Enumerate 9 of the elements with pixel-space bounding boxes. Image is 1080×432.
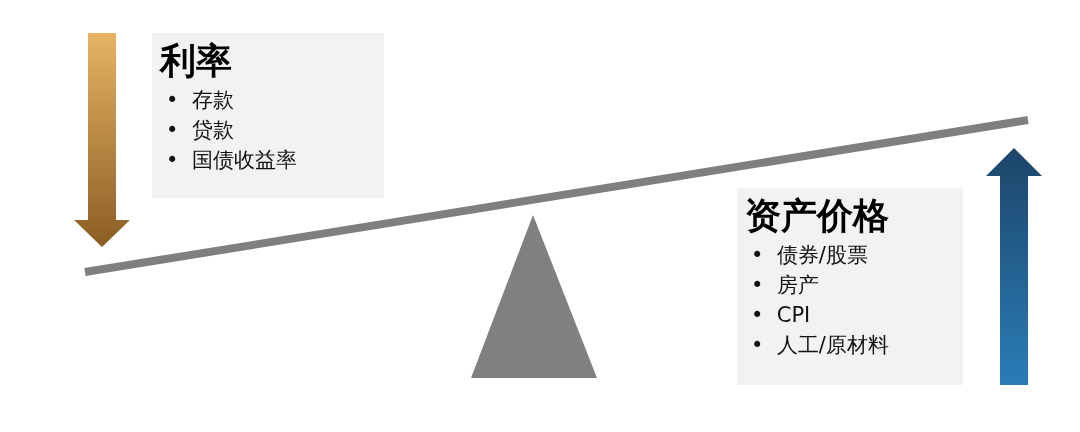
bullet-item: • 国债收益率 xyxy=(166,147,298,174)
bullet-item: • 存款 xyxy=(166,87,235,114)
heading: 利率 xyxy=(160,39,232,83)
bullet-item: • CPI xyxy=(751,302,812,329)
bullet-item: • 人工/原材料 xyxy=(751,332,890,359)
bullet-item: • 贷款 xyxy=(166,117,235,144)
bullet-item: • 房产 xyxy=(751,272,820,299)
bullet-item: • 债券/股票 xyxy=(751,242,869,269)
heading: 资产价格 xyxy=(745,194,889,238)
